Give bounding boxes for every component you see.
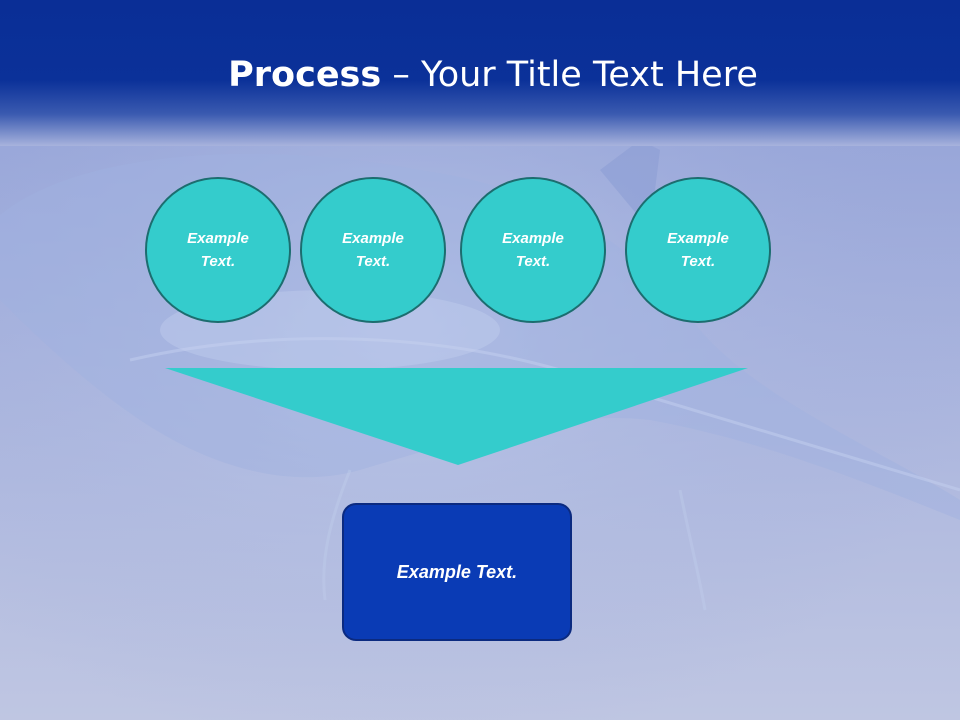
step-label: Example Text.: [187, 230, 249, 270]
process-step-circle[interactable]: Example Text.: [460, 177, 606, 323]
title-banner: [0, 0, 960, 146]
step-label: Example Text.: [502, 230, 564, 270]
result-box[interactable]: Example Text.: [342, 503, 572, 641]
process-step-circle[interactable]: Example Text.: [145, 177, 291, 323]
title-bold: Process: [228, 55, 382, 95]
result-label: Example Text.: [396, 561, 518, 582]
process-step-circle[interactable]: Example Text.: [625, 177, 771, 323]
step-label: Example Text.: [342, 230, 404, 270]
funnel-arrow: [165, 368, 748, 465]
process-step-circle[interactable]: Example Text.: [300, 177, 446, 323]
title-rest: – Your Title Text Here: [381, 55, 758, 95]
slide-title: Process – Your Title Text Here: [0, 54, 960, 96]
step-label: Example Text.: [667, 230, 729, 270]
